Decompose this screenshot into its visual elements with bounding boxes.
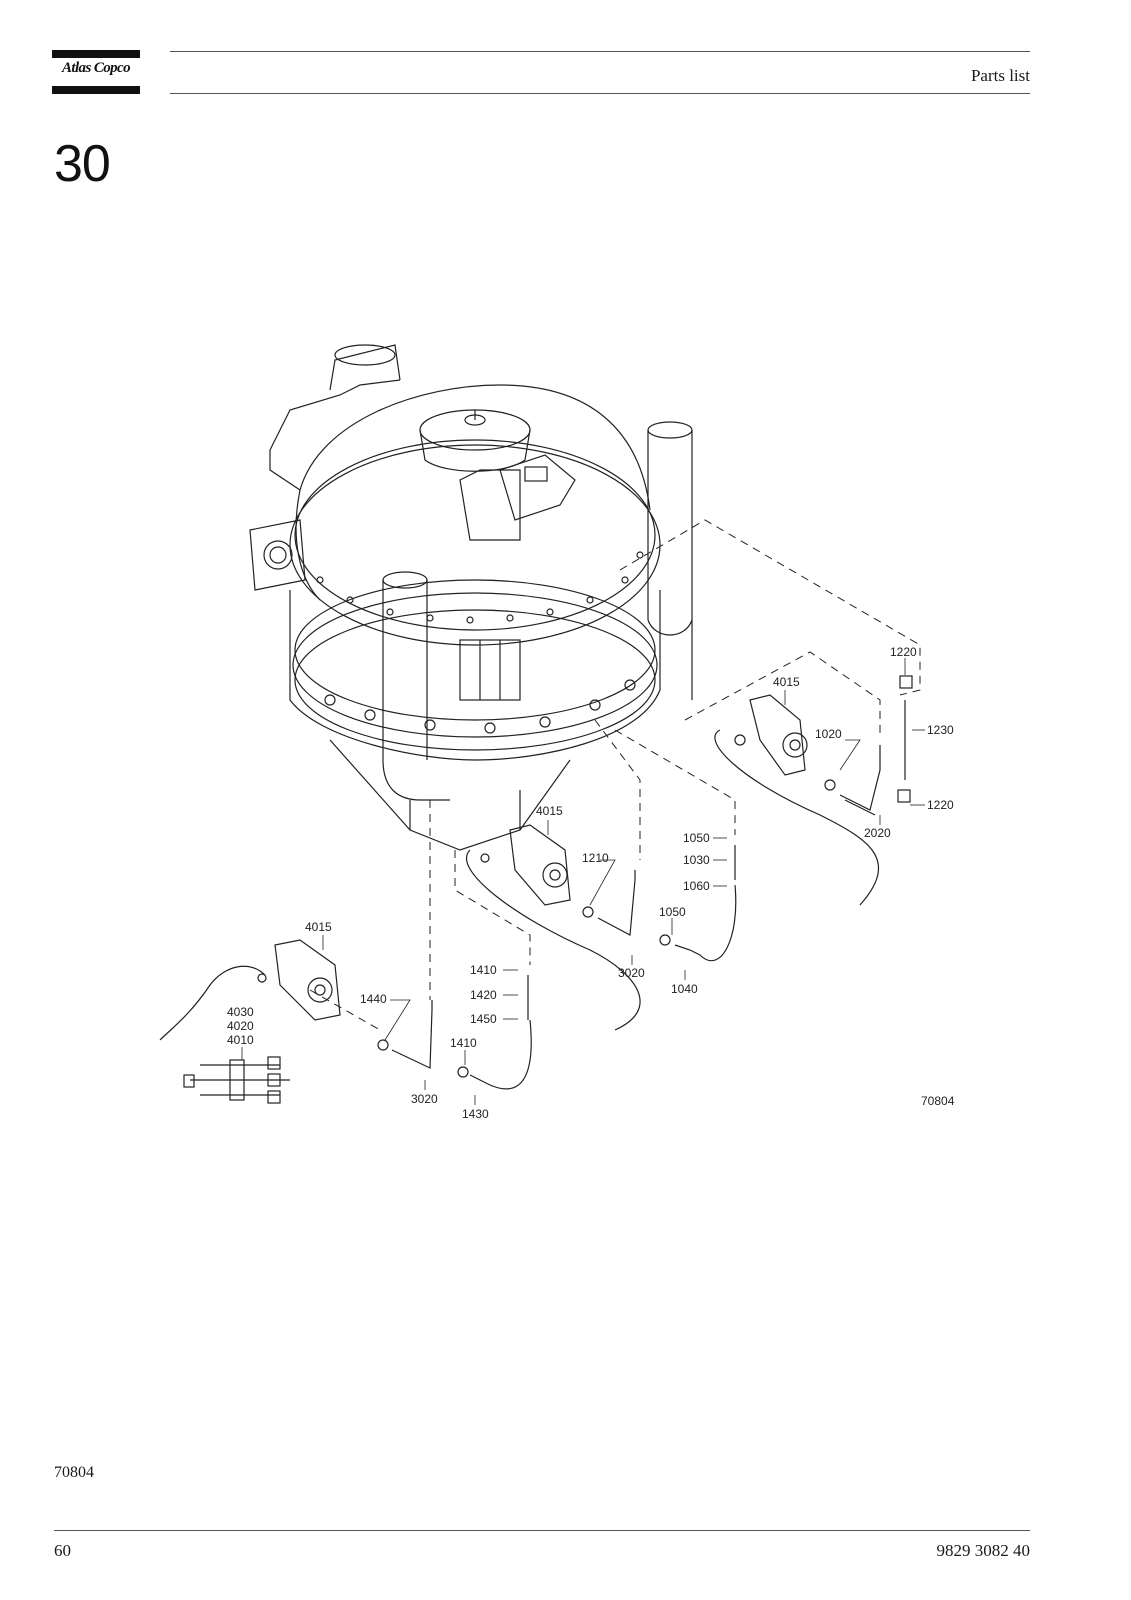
part-label-3020-center: 3020 xyxy=(618,966,645,980)
part-label-1430: 1430 xyxy=(462,1107,489,1121)
part-label-1410-top: 1410 xyxy=(470,963,497,977)
document-number: 9829 3082 40 xyxy=(936,1541,1031,1560)
figure-reference-code: 70804 xyxy=(54,1464,94,1481)
main-housing-drawing xyxy=(249,344,661,851)
label-leader-lines xyxy=(241,658,925,1105)
pump-assembly-right xyxy=(714,675,913,906)
part-label-1030: 1030 xyxy=(683,853,710,867)
part-label-1060: 1060 xyxy=(683,879,710,893)
part-label-4015-right: 4015 xyxy=(773,675,800,689)
part-label-1420: 1420 xyxy=(470,988,497,1002)
header-rule-top xyxy=(170,51,1030,52)
dashed-leader-lines xyxy=(309,519,921,1031)
header-rule-bottom xyxy=(170,93,1030,94)
header-title: Parts list xyxy=(970,66,1030,85)
pump-assembly-left xyxy=(159,939,532,1104)
part-label-4030: 4030 xyxy=(227,1005,254,1019)
logo-bar-bottom xyxy=(52,86,140,94)
logo-bar-top xyxy=(52,50,140,58)
part-label-1450: 1450 xyxy=(470,1012,497,1026)
part-label-4010: 4010 xyxy=(227,1033,254,1047)
part-label-1210: 1210 xyxy=(582,851,609,865)
pump-assembly-center xyxy=(466,824,737,1031)
vertical-pipes-drawing xyxy=(382,421,693,801)
part-label-4015-center: 4015 xyxy=(536,804,563,818)
atlas-copco-logo: Atlas Copco xyxy=(52,50,140,94)
part-label-1040: 1040 xyxy=(671,982,698,996)
diagram-figure-code: 70804 xyxy=(921,1094,955,1108)
part-label-1230: 1230 xyxy=(927,723,954,737)
part-label-4015-left: 4015 xyxy=(305,920,332,934)
footer-rule xyxy=(54,1530,1030,1531)
part-label-4020: 4020 xyxy=(227,1019,254,1033)
logo-wordmark: Atlas Copco xyxy=(62,60,131,76)
part-label-1410-bottom: 1410 xyxy=(450,1036,477,1050)
section-number: 30 xyxy=(54,135,111,193)
part-label-1020: 1020 xyxy=(815,727,842,741)
part-label-3020-left: 3020 xyxy=(411,1092,438,1106)
part-label-1220-top: 1220 xyxy=(890,645,917,659)
part-label-1440: 1440 xyxy=(360,992,387,1006)
part-label-1050-bottom: 1050 xyxy=(659,905,686,919)
part-label-2020: 2020 xyxy=(864,826,891,840)
page-number: 60 xyxy=(54,1541,71,1560)
part-label-1220-bottom: 1220 xyxy=(927,798,954,812)
part-label-1050-top: 1050 xyxy=(683,831,710,845)
